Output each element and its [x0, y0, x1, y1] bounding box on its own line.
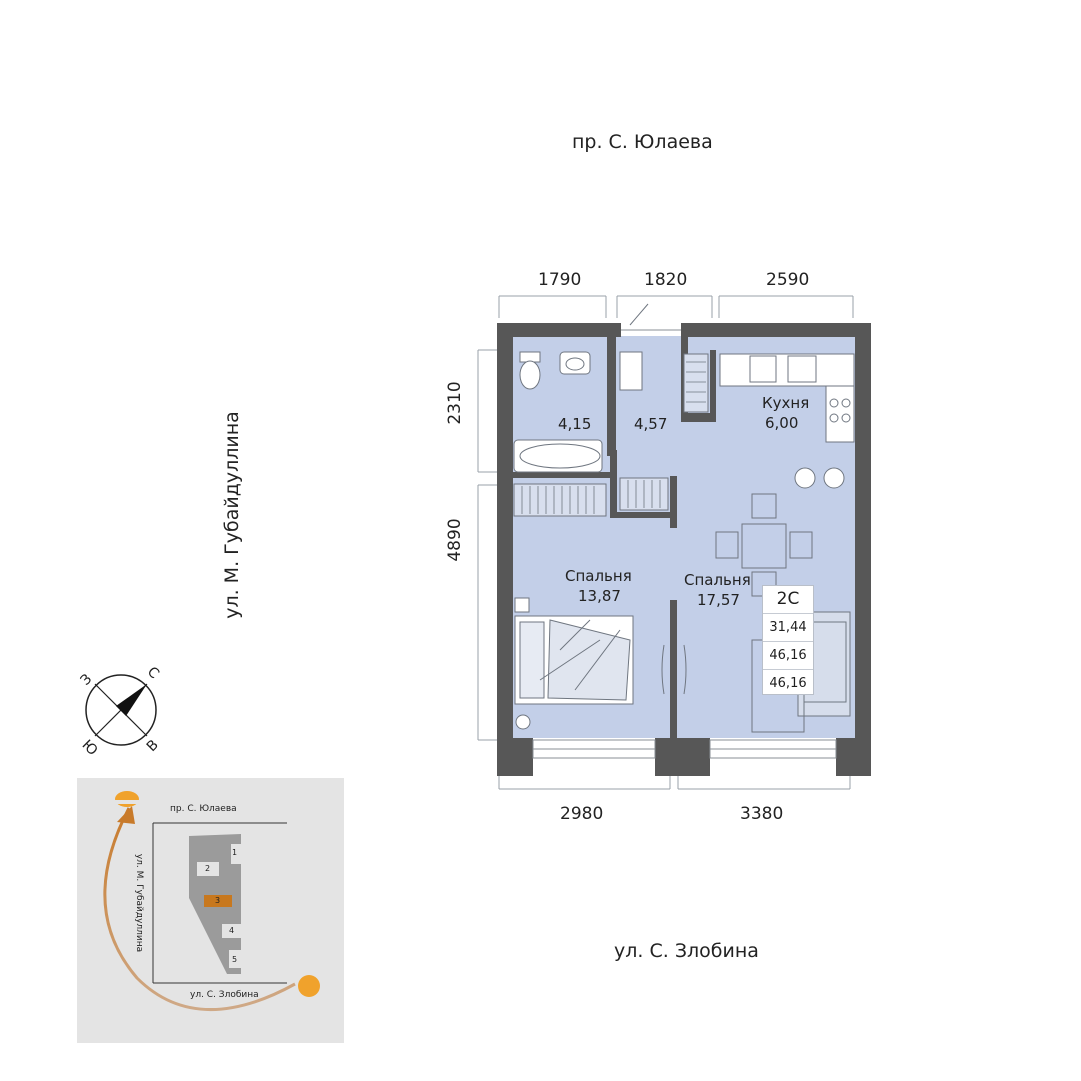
walls	[497, 323, 871, 776]
bed	[514, 597, 634, 730]
dim-top-1: 1790	[538, 270, 582, 290]
hall-area: 4,57	[634, 415, 668, 433]
bedroom1-area: 13,87	[578, 587, 621, 605]
windows	[532, 329, 837, 759]
site-map-north-street: пр. С. Юлаева	[170, 804, 237, 814]
apartment-area-total: 46,16	[763, 641, 813, 669]
dim-bottom-1: 2980	[560, 804, 604, 824]
sunset-icon	[298, 975, 320, 997]
kitchen-area: 6,00	[765, 414, 799, 432]
wardrobe-hatching	[521, 361, 706, 514]
dim-bottom-2: 3380	[740, 804, 784, 824]
sunrise-icon	[115, 791, 139, 807]
building-5: 5	[232, 955, 238, 964]
building-3: 3	[215, 896, 221, 905]
apartment-type: 2С	[776, 589, 800, 609]
apartment-badge: 2С 31,44 46,16 46,16	[762, 585, 814, 695]
dimension-lines	[477, 295, 854, 790]
dim-top-2: 1820	[644, 270, 688, 290]
building-4: 4	[229, 926, 235, 935]
kitchen-fixtures	[719, 353, 855, 489]
building-2: 2	[205, 864, 211, 873]
site-map-drawing	[103, 791, 320, 1011]
bedroom2-area: 17,57	[697, 591, 740, 609]
apartment-area-total-2: 46,16	[763, 669, 813, 697]
compass-north-arrow-icon	[116, 684, 147, 716]
site-map-south-street: ул. С. Злобина	[190, 990, 259, 1000]
bathroom-fixtures	[513, 351, 643, 473]
apartment-area-living: 31,44	[763, 613, 813, 641]
bathroom-area: 4,15	[558, 415, 592, 433]
street-north-label: пр. С. Юлаева	[572, 131, 713, 153]
bedroom1-name: Спальня	[565, 567, 632, 585]
street-south-label: ул. С. Злобина	[614, 940, 759, 962]
sun-path-arrow-icon	[117, 806, 135, 824]
bedroom2-name: Спальня	[684, 571, 751, 589]
site-map: пр. С. Юлаева ул. С. Злобина ул. М. Губа…	[77, 778, 344, 1043]
site-map-west-street: ул. М. Губайдуллина	[134, 853, 144, 953]
kitchen-name: Кухня	[762, 394, 810, 412]
dim-top-3: 2590	[766, 270, 810, 290]
door-swings	[629, 303, 687, 695]
building-1: 1	[232, 848, 238, 857]
